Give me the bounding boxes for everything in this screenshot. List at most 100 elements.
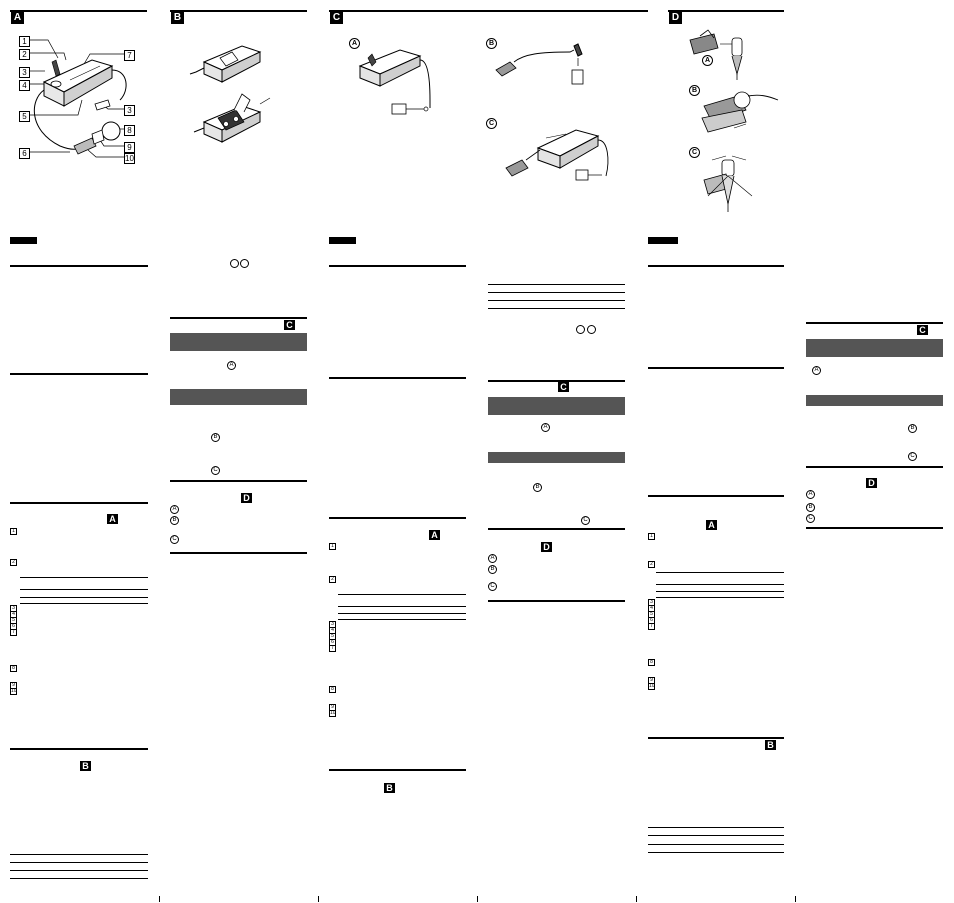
col1-table-line-1 [20, 577, 148, 578]
col4-grey-band-2 [488, 452, 625, 463]
col5-step-8: 8 [648, 659, 655, 666]
col3-step-7: 7 [329, 645, 336, 652]
col1-heading-rule-3 [10, 502, 148, 504]
col5-table2-line-1 [648, 827, 784, 828]
col1-heading-rule-2 [10, 373, 148, 375]
col5-step-7: 7 [648, 623, 655, 630]
col4-heading-rule-1 [488, 380, 625, 382]
col3-ref-a: A [429, 530, 440, 540]
figure-a-label: A [11, 12, 24, 24]
col5-step-10: 10 [648, 683, 655, 690]
figure-b-rule [170, 10, 307, 12]
col5-ref-a: A [706, 520, 717, 530]
col4-marker-b1: B [533, 483, 542, 492]
col5-ref-b: B [765, 740, 776, 750]
col2-marker-a2: A [170, 505, 179, 514]
col5-tick [795, 896, 796, 902]
callout-10: 10 [124, 153, 135, 164]
col5-table-line-4 [656, 597, 784, 598]
col4-marker-a1: A [541, 423, 550, 432]
col6-ref-d: D [866, 478, 877, 488]
fig-c-sub-c: C [486, 118, 497, 129]
col3-heading-rule-4 [329, 769, 466, 771]
col5-table2-line-4 [648, 852, 784, 853]
col3-heading-rule-3 [329, 517, 466, 519]
col3-table-line-4 [338, 619, 466, 620]
col2-marker-c1: C [211, 466, 220, 475]
fig-c-sub-a: A [349, 38, 360, 49]
col5-table2-line-2 [648, 835, 784, 836]
callout-5: 5 [19, 111, 30, 122]
col3-table-line-2 [338, 606, 466, 607]
fig-d-sub-c: C [689, 147, 700, 158]
col2-marker-b1: B [211, 433, 220, 442]
col6-marker-a2: A [806, 490, 815, 499]
figure-c-drawing [358, 43, 609, 181]
callout-2: 2 [19, 49, 30, 60]
col2-heading-rule-3 [170, 552, 307, 554]
figure-a-drawing [30, 39, 127, 158]
col5-step-2: 2 [648, 561, 655, 568]
col5-table-line-2 [656, 584, 784, 585]
col1-heading-rule-4 [10, 748, 148, 750]
col5-table-line-1 [656, 572, 784, 573]
col2-grey-band-1 [170, 333, 307, 351]
col4-table-line-3 [488, 300, 625, 301]
col2-marker-a1: A [227, 361, 236, 370]
col2-ref-d: D [241, 493, 252, 503]
col1-table-line-4 [20, 603, 148, 604]
figure-b-drawing [189, 45, 271, 143]
col1-table2-line-4 [10, 878, 148, 879]
col3-tick [477, 896, 478, 902]
col4-table-line-4 [488, 308, 625, 309]
col4-bullet-2 [587, 325, 596, 334]
col6-marker-c1: C [908, 452, 917, 461]
figure-d-label: D [669, 12, 682, 24]
callout-6: 6 [19, 148, 30, 159]
col3-table-line-1 [338, 594, 466, 595]
col6-heading-rule-2 [806, 466, 943, 468]
col5-table-line-3 [656, 591, 784, 592]
col6-marker-a1: A [812, 366, 821, 375]
col3-step-8: 8 [329, 686, 336, 693]
col6-marker-b2: B [806, 503, 815, 512]
col1-table2-line-3 [10, 870, 148, 871]
col1-table-line-3 [20, 597, 148, 598]
col3-heading-rule-1 [329, 265, 466, 267]
col5-heading-rule-2 [648, 367, 784, 369]
callout-9: 9 [124, 142, 135, 153]
col4-marker-a2: A [488, 554, 497, 563]
callout-4: 4 [19, 80, 30, 91]
col2-marker-b2: B [170, 516, 179, 525]
col1-step-8: 8 [10, 665, 17, 672]
col2-ref-c: C [284, 320, 295, 330]
col1-step-1: 1 [10, 528, 17, 535]
col4-tick [636, 896, 637, 902]
figure-d-rule [668, 10, 784, 12]
col1-step-7: 7 [10, 629, 17, 636]
col5-heading-rule-4 [648, 737, 784, 739]
col6-marker-c2: C [806, 514, 815, 523]
col5-language-tab [648, 237, 678, 244]
col6-marker-b1: B [908, 424, 917, 433]
col4-marker-b2: B [488, 565, 497, 574]
col4-grey-band-1 [488, 397, 625, 415]
col2-bullet-2 [240, 259, 249, 268]
callout-7: 7 [124, 50, 135, 61]
col6-grey-band-1 [806, 339, 943, 357]
col1-step-2: 2 [10, 559, 17, 566]
fig-d-sub-a: A [702, 55, 713, 66]
col4-ref-c: C [558, 382, 569, 392]
callout-1: 1 [19, 36, 30, 47]
col3-language-tab [329, 237, 356, 244]
figure-a-rule [10, 10, 147, 12]
col1-table-line-2 [20, 589, 148, 590]
col5-step-1: 1 [648, 533, 655, 540]
fig-c-sub-b: B [486, 38, 497, 49]
col5-table2-line-3 [648, 844, 784, 845]
col2-tick [318, 896, 319, 902]
fig-d-sub-b: B [689, 85, 700, 96]
col6-grey-band-2 [806, 395, 943, 406]
col3-ref-b: B [384, 783, 395, 793]
col3-table-line-3 [338, 613, 466, 614]
